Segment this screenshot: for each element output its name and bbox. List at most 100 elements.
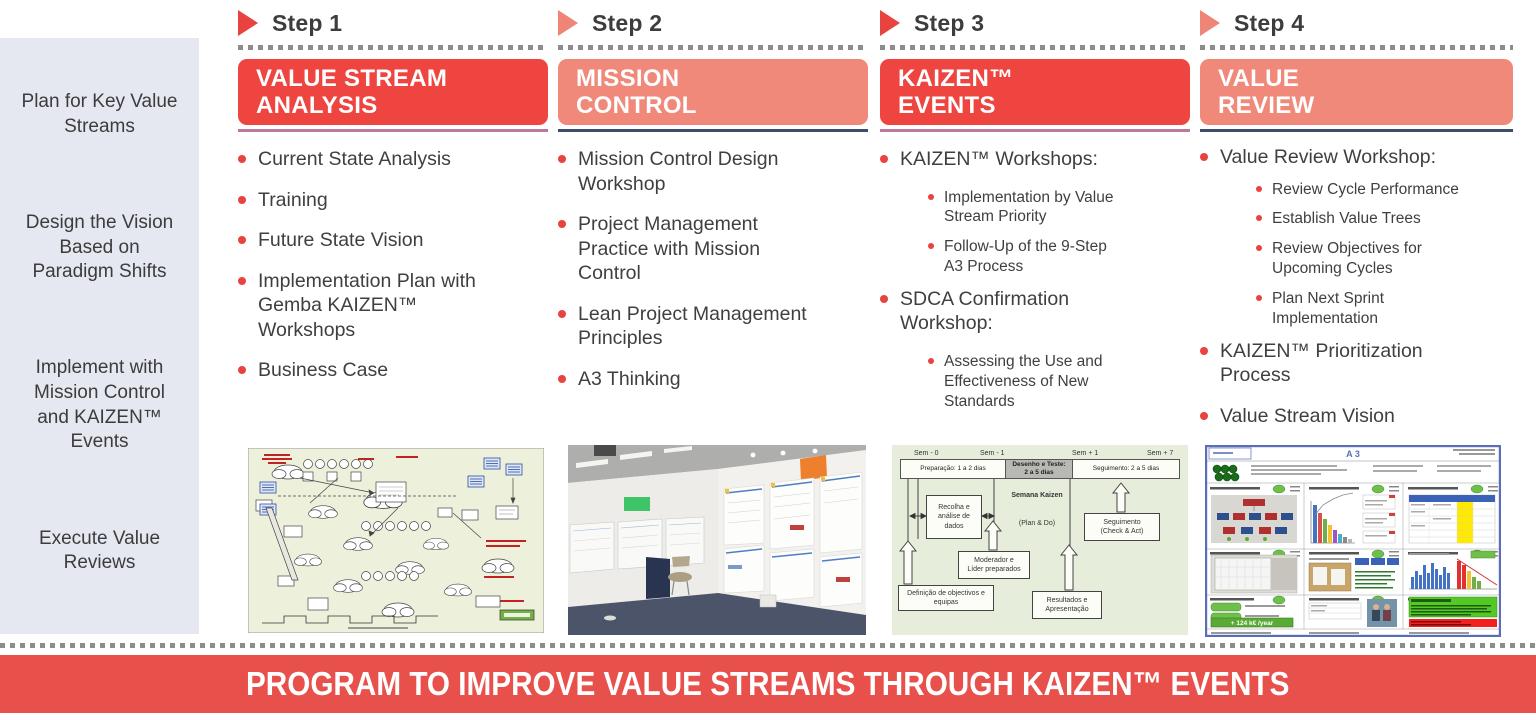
bullet-icon xyxy=(1256,215,1262,222)
dashed-divider xyxy=(238,45,548,50)
list-item: KAIZEN™ Prioritization Process xyxy=(1200,339,1513,388)
bullet-icon xyxy=(1200,411,1208,420)
step3-label: Step 3 xyxy=(914,9,985,36)
bullet-icon xyxy=(928,243,934,250)
list-item: Business Case xyxy=(238,358,548,383)
bullet-icon xyxy=(238,366,246,375)
photo-right-posters xyxy=(723,471,863,608)
step1-header: Step 1 xyxy=(238,8,548,38)
list-item: Follow-Up of the 9-Step A3 Process xyxy=(928,237,1190,277)
a3-cell-conclusion xyxy=(1408,596,1498,627)
step1-bullet-list: Current State Analysis Training Future S… xyxy=(238,147,548,383)
step1-label: Step 1 xyxy=(272,9,343,36)
step2-label: Step 2 xyxy=(592,9,663,36)
sub-bullet-list: Review Cycle Performance Establish Value… xyxy=(1256,180,1513,329)
a3-cell-standards xyxy=(1308,558,1399,592)
sidebar-item-execute: Execute Value Reviews xyxy=(38,527,161,574)
sidebar: Plan for Key Value Streams Design the Vi… xyxy=(0,38,199,634)
plan-do-label: (Plan & Do) xyxy=(1018,520,1056,527)
photo-back-posters xyxy=(569,516,705,574)
step2-bullet-list: Mission Control Design Workshop Project … xyxy=(558,147,868,392)
bullet-icon xyxy=(238,195,246,204)
dashed-divider-bottom xyxy=(0,643,1536,648)
list-item: Establish Value Trees xyxy=(1256,209,1513,229)
vsm-box-lines xyxy=(379,486,515,515)
sem-label: Sem + 1 xyxy=(1072,450,1099,457)
list-item: Review Objectives for Upcoming Cycles xyxy=(1256,239,1513,279)
bullet-text: Value Review Workshop: xyxy=(1220,146,1437,168)
list-item: Future State Vision xyxy=(238,228,548,253)
vsm-process-circles xyxy=(303,459,431,581)
a3-cell-plan-table xyxy=(1408,494,1496,544)
step4-bullet-list: Value Review Workshop: Review Cycle Perf… xyxy=(1200,145,1513,428)
vsm-summary-box xyxy=(348,609,535,629)
list-item: Value Review Workshop: Review Cycle Perf… xyxy=(1200,145,1513,329)
sidebar-item-plan: Plan for Key Value Streams xyxy=(21,91,178,137)
list-item: Implementation Plan with Gemba KAIZEN™ W… xyxy=(238,269,548,343)
timeline-bar: Preparação: 1 a 2 dias Desenho e Teste: … xyxy=(900,459,1180,479)
list-item: Assessing the Use and Effectiveness of N… xyxy=(928,352,1190,411)
a3-header: A 3 xyxy=(1207,447,1499,482)
step-arrow-icon xyxy=(558,10,578,36)
sidebar-item-implement: Implement with Mission Control and KAIZE… xyxy=(34,357,165,453)
timeline-segment: Preparação: 1 a 2 dias xyxy=(920,465,986,473)
dashed-divider xyxy=(558,45,868,50)
bullet-text: Current State Analysis xyxy=(258,148,451,170)
sub-bullet-text: Follow-Up of the 9-Step A3 Process xyxy=(944,238,1107,276)
bullet-icon xyxy=(928,193,934,200)
step4-underline xyxy=(1200,129,1513,132)
moderador-box: Moderador e Líder preparados xyxy=(958,551,1030,579)
sub-bullet-text: Plan Next Sprint Implementation xyxy=(1272,289,1384,327)
list-item: Current State Analysis xyxy=(238,147,548,172)
list-item: SDCA Confirmation Workshop: Assessing th… xyxy=(880,287,1190,412)
list-item: A3 Thinking xyxy=(558,367,868,392)
vsm-boxes xyxy=(255,471,519,611)
step1-column: Step 1 VALUE STREAM ANALYSIS Current Sta… xyxy=(238,0,548,720)
list-item: Mission Control Design Workshop xyxy=(558,147,868,196)
bullet-icon xyxy=(238,236,246,245)
step4-title-box: VALUE REVIEW xyxy=(1200,59,1513,125)
a3-title: A 3 xyxy=(1346,449,1360,459)
vsm-wedge xyxy=(265,507,299,581)
step3-column: Step 3 KAIZEN™ EVENTS KAIZEN™ Workshops:… xyxy=(880,0,1190,720)
sub-bullet-list: Assessing the Use and Effectiveness of N… xyxy=(928,352,1190,411)
sidebar-item-design: Design the Vision Based on Paradigm Shif… xyxy=(25,211,174,283)
list-item: Lean Project Management Principles xyxy=(558,302,868,351)
bullet-text: Project Management Practice with Mission… xyxy=(578,213,761,285)
a3-cell-pareto xyxy=(1310,492,1396,544)
value-stream-map-image xyxy=(248,448,544,633)
kaizen-week-arrows xyxy=(898,479,1131,591)
step3-header: Step 3 xyxy=(880,8,1190,38)
photo-green-sign xyxy=(624,497,650,511)
mission-control-room-photo xyxy=(568,445,866,635)
bullet-text: A3 Thinking xyxy=(578,367,681,390)
kaizen-week-diagram: Sem - 0 Sem - 1 Sem + 1 Sem + 7 Preparaç… xyxy=(892,445,1188,635)
step3-title-box: KAIZEN™ EVENTS xyxy=(880,59,1190,125)
program-banner: PROGRAM TO IMPROVE VALUE STREAMS THROUGH… xyxy=(0,655,1536,713)
vsm-red-annotations xyxy=(262,454,526,602)
photo-radiator xyxy=(759,594,777,608)
bullet-text: Mission Control Design Workshop xyxy=(578,148,779,195)
step-arrow-icon xyxy=(238,10,258,36)
sub-bullet-text: Implementation by Value Stream Priority xyxy=(944,188,1114,226)
list-item: KAIZEN™ Workshops: Implementation by Val… xyxy=(880,147,1190,277)
recolha-box: Recolha e análise de dados xyxy=(926,495,982,539)
bullet-text: Value Stream Vision xyxy=(1220,404,1395,427)
bullet-icon xyxy=(880,294,888,303)
bullet-text: Lean Project Management Principles xyxy=(578,302,807,350)
step1-title-box: VALUE STREAM ANALYSIS xyxy=(238,59,548,125)
sub-bullet-text: Establish Value Trees xyxy=(1272,210,1421,228)
list-item: Implementation by Value Stream Priority xyxy=(928,188,1190,228)
dashed-divider xyxy=(880,45,1190,50)
bullet-icon xyxy=(558,155,566,163)
seguimento-box: Seguimento (Check & Act) xyxy=(1084,513,1160,541)
bullet-icon xyxy=(558,374,566,383)
step-arrow-icon xyxy=(1200,10,1220,36)
photo-ceiling-lights xyxy=(576,445,818,468)
timeline-segment: Seguimento: 2 a 5 dias xyxy=(1092,465,1160,473)
list-item: Project Management Practice with Mission… xyxy=(558,212,868,286)
bullet-text: Training xyxy=(258,188,328,211)
bullet-text: Business Case xyxy=(258,359,389,382)
vsm-timeline xyxy=(262,615,438,624)
